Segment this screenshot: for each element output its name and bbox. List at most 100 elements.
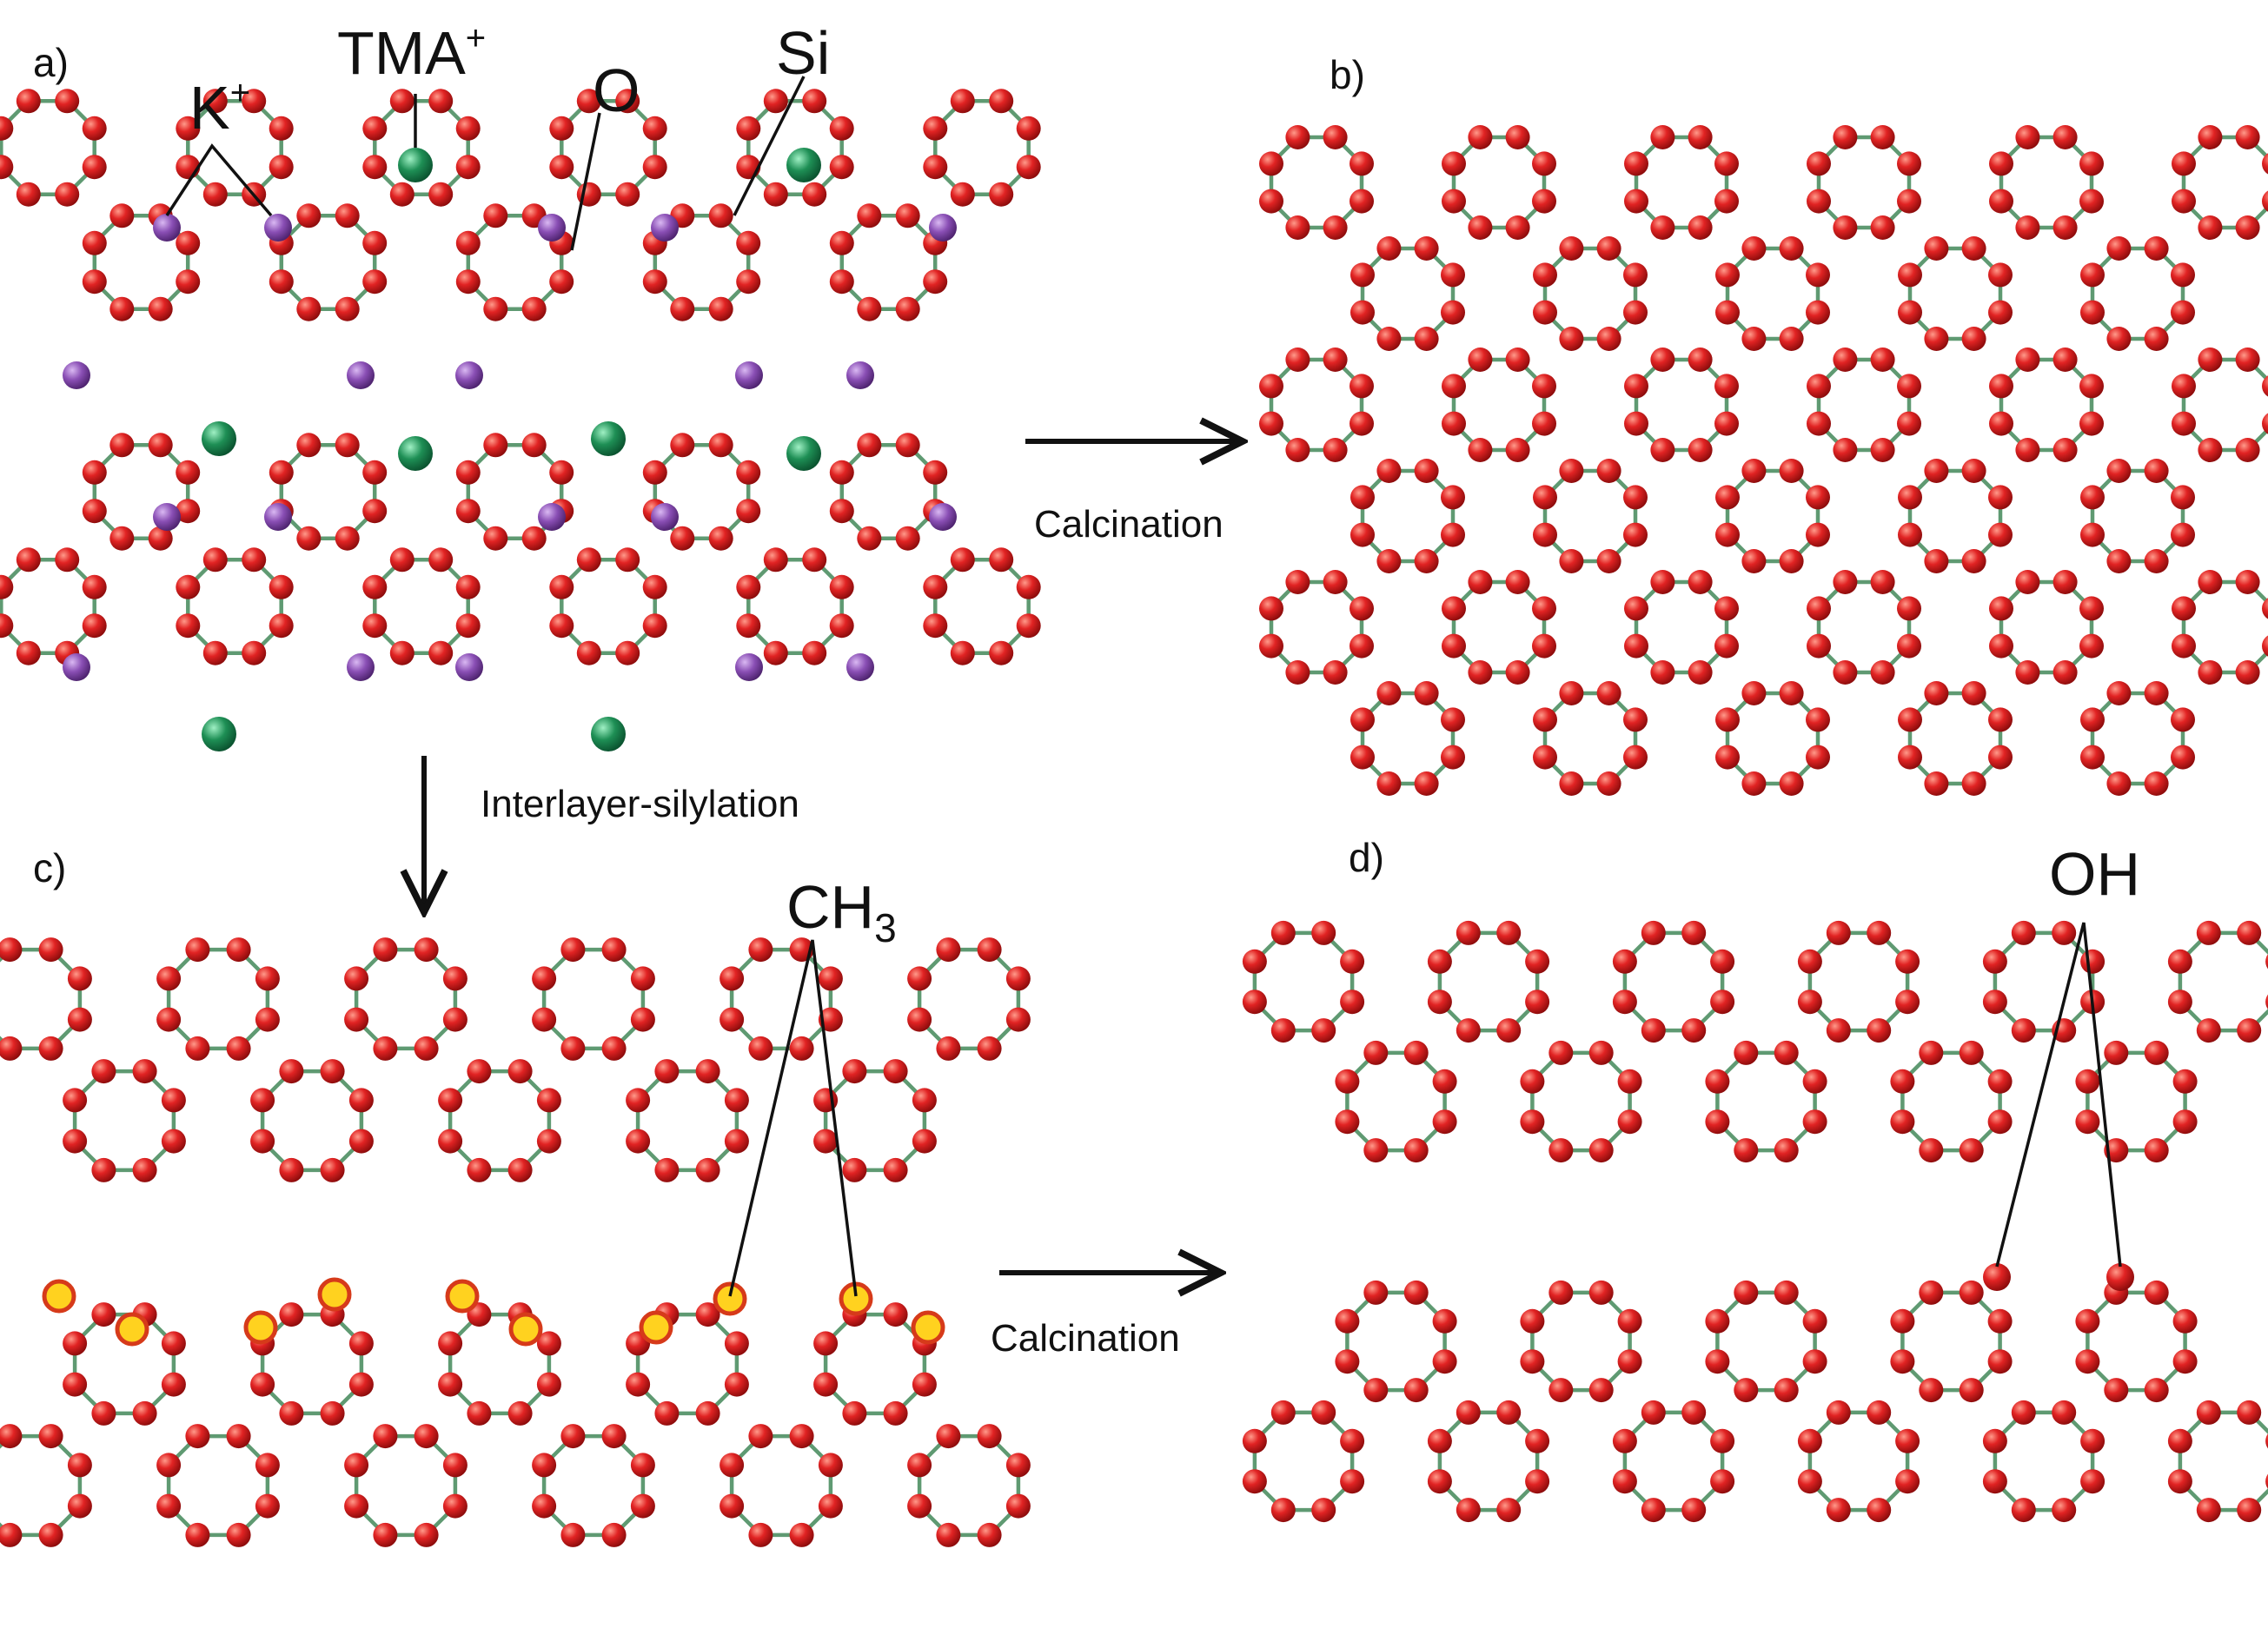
oxygen-atom xyxy=(176,499,201,524)
silicate-ring xyxy=(839,214,938,311)
oxygen-atom xyxy=(455,613,481,639)
oxygen-atom xyxy=(2052,348,2078,372)
oxygen-atom xyxy=(1323,215,1348,240)
oxygen-atom xyxy=(883,1157,908,1182)
tma-ion xyxy=(398,436,433,471)
oxygen-atom xyxy=(1533,707,1557,732)
oxygen-atom xyxy=(1806,485,1830,510)
oxygen-atom xyxy=(1350,633,1374,659)
oxygen-atom xyxy=(2106,327,2132,351)
silicate-ring xyxy=(1345,1290,1447,1393)
oxygen-atom xyxy=(1468,570,1493,594)
oxygen-atom xyxy=(362,613,388,639)
panel-d-calcined-silylated: d) OH xyxy=(1242,835,2268,1523)
oxygen-atom xyxy=(2080,485,2105,510)
oxygen-atom xyxy=(1705,1109,1730,1135)
methyl-group xyxy=(243,1310,278,1345)
oxygen-atom xyxy=(1340,1428,1365,1453)
oxygen-atom xyxy=(344,1493,369,1519)
oxygen-atom xyxy=(989,182,1014,207)
oxygen-atom xyxy=(38,1522,63,1547)
silylation-label: Interlayer-silylation xyxy=(481,783,799,825)
oxygen-atom xyxy=(549,574,574,599)
oxygen-atom xyxy=(414,1036,439,1061)
oxygen-atom xyxy=(789,1424,814,1449)
oxygen-atom xyxy=(1806,745,1830,770)
oxygen-atom xyxy=(507,1059,533,1084)
oxygen-atom xyxy=(428,547,454,573)
oxygen-atom xyxy=(91,1302,116,1327)
oxygen-atom xyxy=(2080,1428,2106,1453)
hydroxyl-group xyxy=(2106,1263,2134,1291)
oxygen-atom xyxy=(1456,920,1481,945)
oxygen-atom xyxy=(989,89,1014,114)
oxygen-atom xyxy=(829,613,854,639)
oxygen-atom xyxy=(1005,1453,1031,1478)
oxygen-atom xyxy=(156,1453,182,1478)
oxygen-atom xyxy=(1441,300,1465,325)
oxygen-atom xyxy=(279,1302,304,1327)
si-o-bonds xyxy=(0,947,1021,1538)
oxygen-atom xyxy=(2235,570,2260,594)
silicate-ring xyxy=(1725,468,1820,564)
oxygen-atom xyxy=(1895,949,1920,974)
hydroxyl-groups xyxy=(1983,1263,2134,1291)
oxygen-atom xyxy=(1898,262,1922,288)
oxygen-atom xyxy=(560,937,586,963)
oxygen-atom xyxy=(1548,1378,1574,1403)
oxygen-atom xyxy=(2106,681,2132,705)
oxygen-atom xyxy=(1734,1280,1759,1305)
oxygen-atom xyxy=(695,1157,720,1182)
oxygen-atom xyxy=(1734,1378,1759,1403)
oxygen-atom xyxy=(255,1007,280,1032)
oxygen-atom xyxy=(1496,920,1522,945)
silicate-ring xyxy=(560,558,657,655)
oxygen-atom xyxy=(55,89,80,114)
oxygen-atom xyxy=(279,1059,304,1084)
oxygen-atom xyxy=(1505,125,1530,149)
oxygen-atom xyxy=(895,433,920,458)
oxygen-atom xyxy=(1323,438,1348,462)
oxygen-atom xyxy=(1924,459,1949,483)
oxygen-atom xyxy=(2198,570,2223,594)
oxygen-atoms xyxy=(1242,920,2268,1523)
oxygen-atom xyxy=(536,1129,561,1154)
oxygen-atom xyxy=(1548,1280,1574,1305)
oxygen-atom xyxy=(389,640,414,665)
oxygen-atom xyxy=(2080,262,2105,288)
oxygen-atom xyxy=(1525,949,1550,974)
methyl-group xyxy=(639,1310,673,1345)
silicate-ring xyxy=(2178,1410,2268,1513)
oxygen-atom xyxy=(2265,954,2268,970)
oxygen-atom xyxy=(1987,1308,2013,1334)
oxygen-atom xyxy=(2265,1433,2268,1449)
si-o-bonds xyxy=(0,99,1031,655)
oxygen-atom xyxy=(1897,374,1921,399)
oxygen-atom xyxy=(1710,949,1735,974)
oxygen-atom xyxy=(1427,990,1452,1015)
oxygen-atom xyxy=(1350,596,1374,621)
oxygen-atom xyxy=(1890,1109,1915,1135)
oxygen-atom xyxy=(1596,236,1621,261)
oxygen-atom xyxy=(2104,1040,2129,1065)
silicate-ring xyxy=(933,558,1031,655)
oxygen-atom xyxy=(2011,1400,2036,1425)
oxygen-atom xyxy=(1624,633,1648,659)
oxygen-atom xyxy=(2172,374,2196,399)
silicate-ring xyxy=(1360,468,1456,564)
oxygen-atom xyxy=(1987,1069,2013,1094)
oxygen-atom xyxy=(1650,125,1675,149)
oxygen-atom xyxy=(362,116,388,141)
oxygen-atom xyxy=(2237,1498,2262,1523)
oxygen-atom xyxy=(1833,215,1858,240)
oxygen-atom xyxy=(1624,189,1648,214)
oxygen-atom xyxy=(1807,189,1831,214)
oxygen-atom xyxy=(1376,459,1402,483)
oxygen-atom xyxy=(442,966,468,991)
oxygen-atom xyxy=(560,1036,586,1061)
oxygen-atom xyxy=(1432,1349,1457,1374)
silicate-ring xyxy=(1542,246,1638,341)
silicate-ring xyxy=(0,1433,83,1538)
oxygen-atom xyxy=(1350,374,1374,399)
silicate-ring xyxy=(1907,246,2003,341)
